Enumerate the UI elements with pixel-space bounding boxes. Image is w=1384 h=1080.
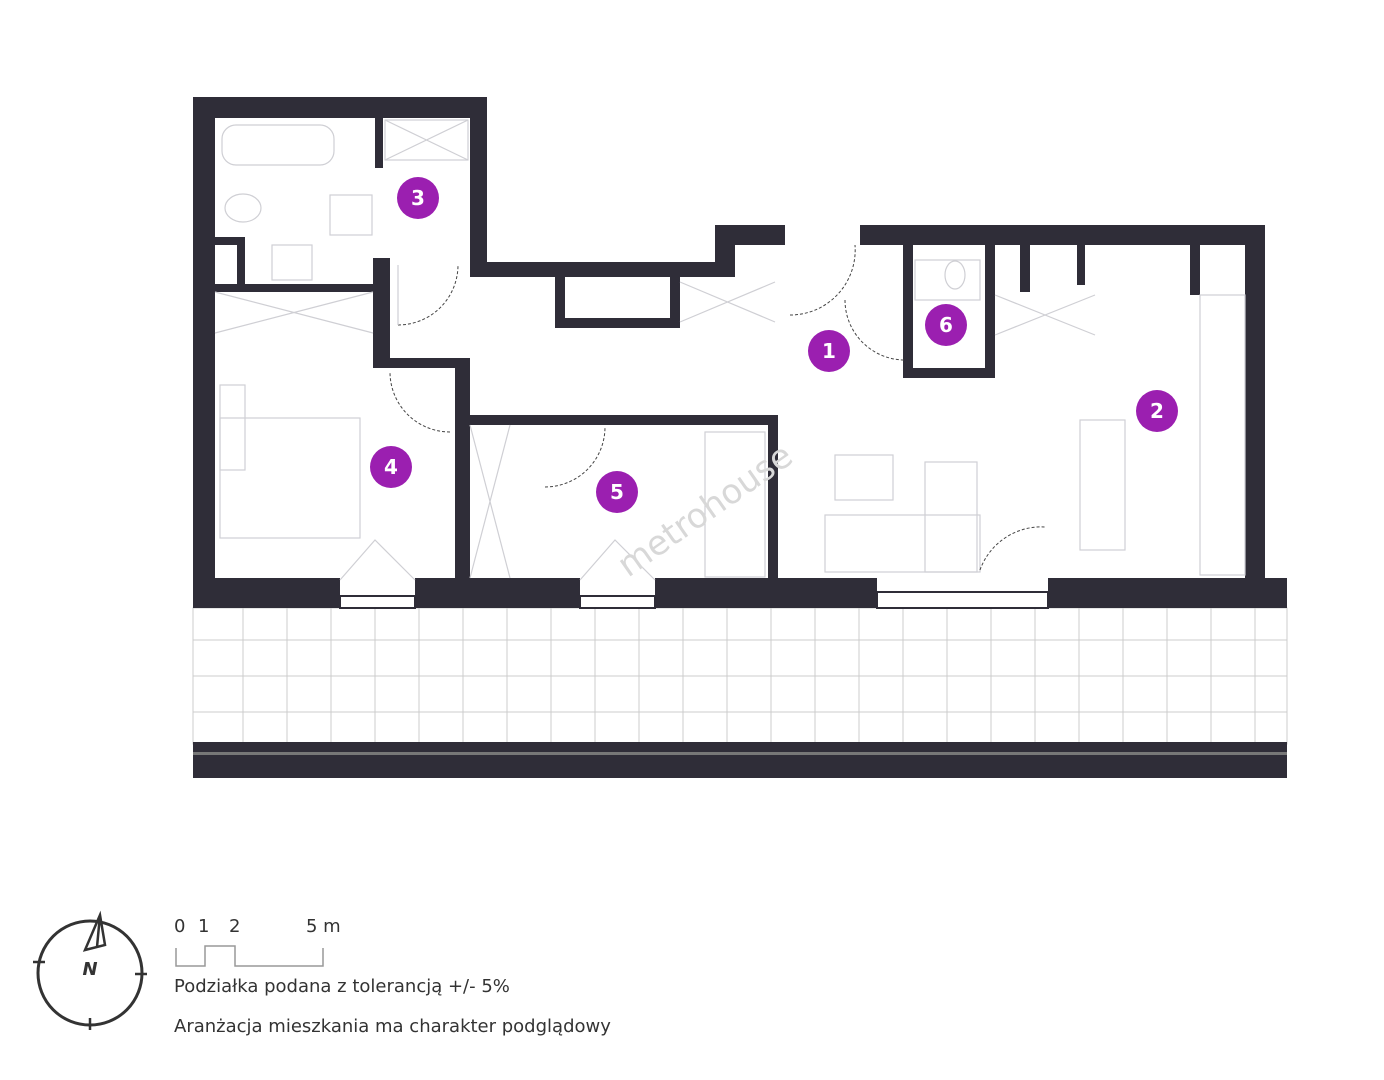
room-marker-3[interactable]: 3 <box>397 177 439 219</box>
scale-tick: 1 <box>198 916 209 937</box>
room-marker-5[interactable]: 5 <box>596 471 638 513</box>
room-marker-6[interactable]: 6 <box>925 304 967 346</box>
windows <box>339 591 1049 609</box>
room-number: 4 <box>384 455 398 479</box>
scale-tick: 5 m <box>306 916 341 937</box>
balcony <box>192 607 1288 745</box>
room-number: 1 <box>822 339 836 363</box>
doors <box>339 244 1046 581</box>
scale-tick: 2 <box>229 916 240 937</box>
room-marker-1[interactable]: 1 <box>808 330 850 372</box>
room-number: 5 <box>610 480 624 504</box>
scale-tick: 0 <box>174 916 185 937</box>
furniture <box>214 119 1246 579</box>
room-marker-4[interactable]: 4 <box>370 446 412 488</box>
scale-tolerance-note: Podziałka podana z tolerancją +/- 5% <box>174 976 510 997</box>
compass-icon: N <box>33 910 147 1030</box>
arrangement-note: Aranżacja mieszkania ma charakter podglą… <box>174 1016 611 1037</box>
scale-bar: 0 1 2 5 m <box>174 916 341 967</box>
room-number: 2 <box>1150 399 1164 423</box>
balcony-railing <box>193 742 1287 778</box>
walls <box>193 97 1287 608</box>
room-number: 3 <box>411 186 425 210</box>
compass-north-label: N <box>82 959 97 980</box>
room-number: 6 <box>939 313 953 337</box>
room-marker-2[interactable]: 2 <box>1136 390 1178 432</box>
